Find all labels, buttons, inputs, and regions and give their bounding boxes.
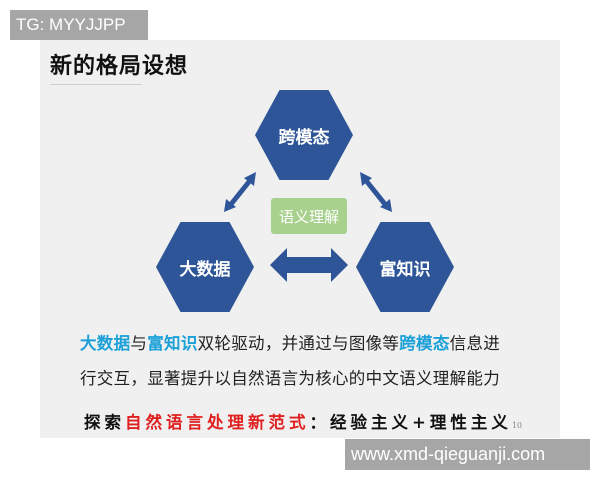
motto: 探索自然语言处理新范式：经验主义+理性主义10 [84, 409, 522, 433]
double-arrow-icon [270, 248, 348, 282]
hexagon-big-data: 大数据 [156, 222, 254, 312]
description-line-1: 大数据与富知识双轮驱动，并通过与图像等跨模态信息进 [80, 330, 540, 354]
motto-prefix: 探索 [84, 413, 125, 432]
highlight-text: 大数据 [80, 334, 131, 353]
double-arrow-icon [360, 172, 392, 212]
motto-highlight: 自然语言处理新范式 [125, 413, 310, 432]
node-label: 富知识 [379, 259, 431, 280]
highlight-text: 跨模态 [399, 334, 450, 353]
title-underline [50, 84, 142, 85]
slide-title: 新的格局设想 [50, 54, 189, 79]
hexagon-rich-knowledge: 富知识 [356, 222, 454, 312]
highlight-text: 富知识 [147, 334, 198, 353]
node-label: 大数据 [179, 259, 231, 280]
watermark-bottom: www.xmd-qieguanji.com [345, 439, 590, 470]
semantic-understanding-box: 语义理解 [271, 198, 347, 234]
motto-suffix: ：经验主义+理性主义 [309, 413, 512, 432]
text: 信息进 [449, 334, 501, 353]
double-arrow-icon [224, 172, 256, 212]
slide: 新的格局设想 跨模态 大数据 富知识 语义理解 大数据与富知识双轮驱动，并通过与… [40, 40, 560, 438]
watermark-top: TG: MYYJJPP [10, 10, 148, 40]
page-number: 10 [511, 421, 523, 430]
description-line-2: 行交互，显著提升以自然语言为核心的中文语义理解能力 [80, 369, 500, 388]
node-label: 跨模态 [278, 127, 330, 148]
hexagon-cross-modal: 跨模态 [255, 90, 353, 180]
text: 与 [130, 334, 148, 353]
text: 双轮驱动，并通过与图像等 [197, 334, 400, 353]
center-label: 语义理解 [278, 207, 339, 226]
